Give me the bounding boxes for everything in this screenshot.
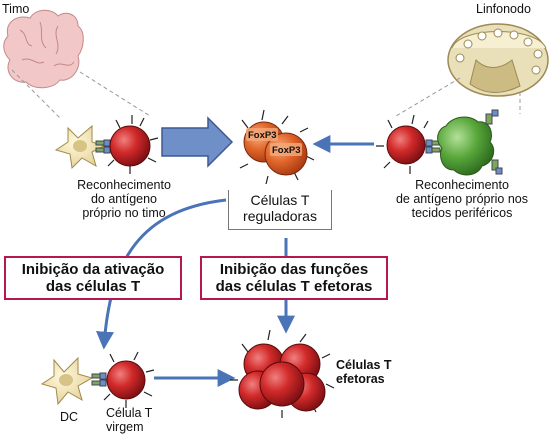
treg-label-line: Células T [250, 192, 310, 208]
box-line: das células T efetoras [215, 278, 373, 295]
naive-t-line: Célula T [106, 406, 153, 420]
box-line: Inibição das funções [219, 261, 369, 278]
effector-t-line: Células T [336, 358, 392, 372]
caption-line: Reconhecimento [415, 178, 509, 192]
thymus-recognition-caption: Reconhecimento do antígeno próprio no ti… [64, 178, 184, 220]
caption-line: de antígeno próprio nos [395, 192, 529, 206]
thymus-organ-icon [3, 9, 84, 89]
bottom-dc-cell [40, 356, 94, 406]
inhibition-activation-box: Inibição da ativação das células T [4, 256, 182, 300]
thymus-dc-cell [54, 124, 106, 170]
lymph-node-organ-icon [447, 23, 549, 97]
arrow-treg-to-naive [96, 198, 227, 350]
thymus-label: Timo [2, 2, 30, 16]
big-arrow-to-treg [161, 116, 234, 168]
peripheral-apc-cell [437, 109, 503, 176]
thymus-t-cell [107, 115, 159, 174]
effector-t-cells [230, 329, 335, 418]
caption-line: próprio no timo [82, 206, 166, 220]
caption-line: Reconhecimento [77, 178, 171, 192]
treg-cells: FoxP3 FoxP3 [239, 109, 315, 185]
bottom-tcr-complex [91, 372, 107, 387]
lymph-node-label: Linfonodo [476, 2, 531, 16]
box-line: Inibição da ativação [21, 261, 165, 278]
peripheral-recognition-caption: Reconhecimento de antígeno próprio nos t… [382, 178, 542, 220]
effector-t-line: efetoras [336, 372, 385, 386]
inhibition-functions-box: Inibição das funções das células T efeto… [200, 256, 388, 300]
peripheral-tcr-complex [425, 139, 441, 154]
box-line: das células T [45, 278, 141, 295]
naive-t-label: Célula T virgem [106, 406, 152, 434]
foxp3-label-1: FoxP3 [248, 130, 277, 141]
caption-line: tecidos periféricos [411, 206, 513, 220]
treg-label-line: reguladoras [243, 208, 317, 224]
caption-line: do antígeno [90, 192, 158, 206]
thymus-tcr-complex [95, 139, 111, 154]
naive-t-line: virgem [106, 420, 144, 434]
naive-t-cell [103, 351, 155, 408]
peripheral-t-cell [376, 114, 429, 174]
effector-t-label: Células T efetoras [336, 358, 392, 386]
dc-label: DC [60, 410, 79, 424]
treg-label-box: Células T reguladoras [228, 190, 332, 230]
foxp3-label-2: FoxP3 [272, 145, 301, 156]
